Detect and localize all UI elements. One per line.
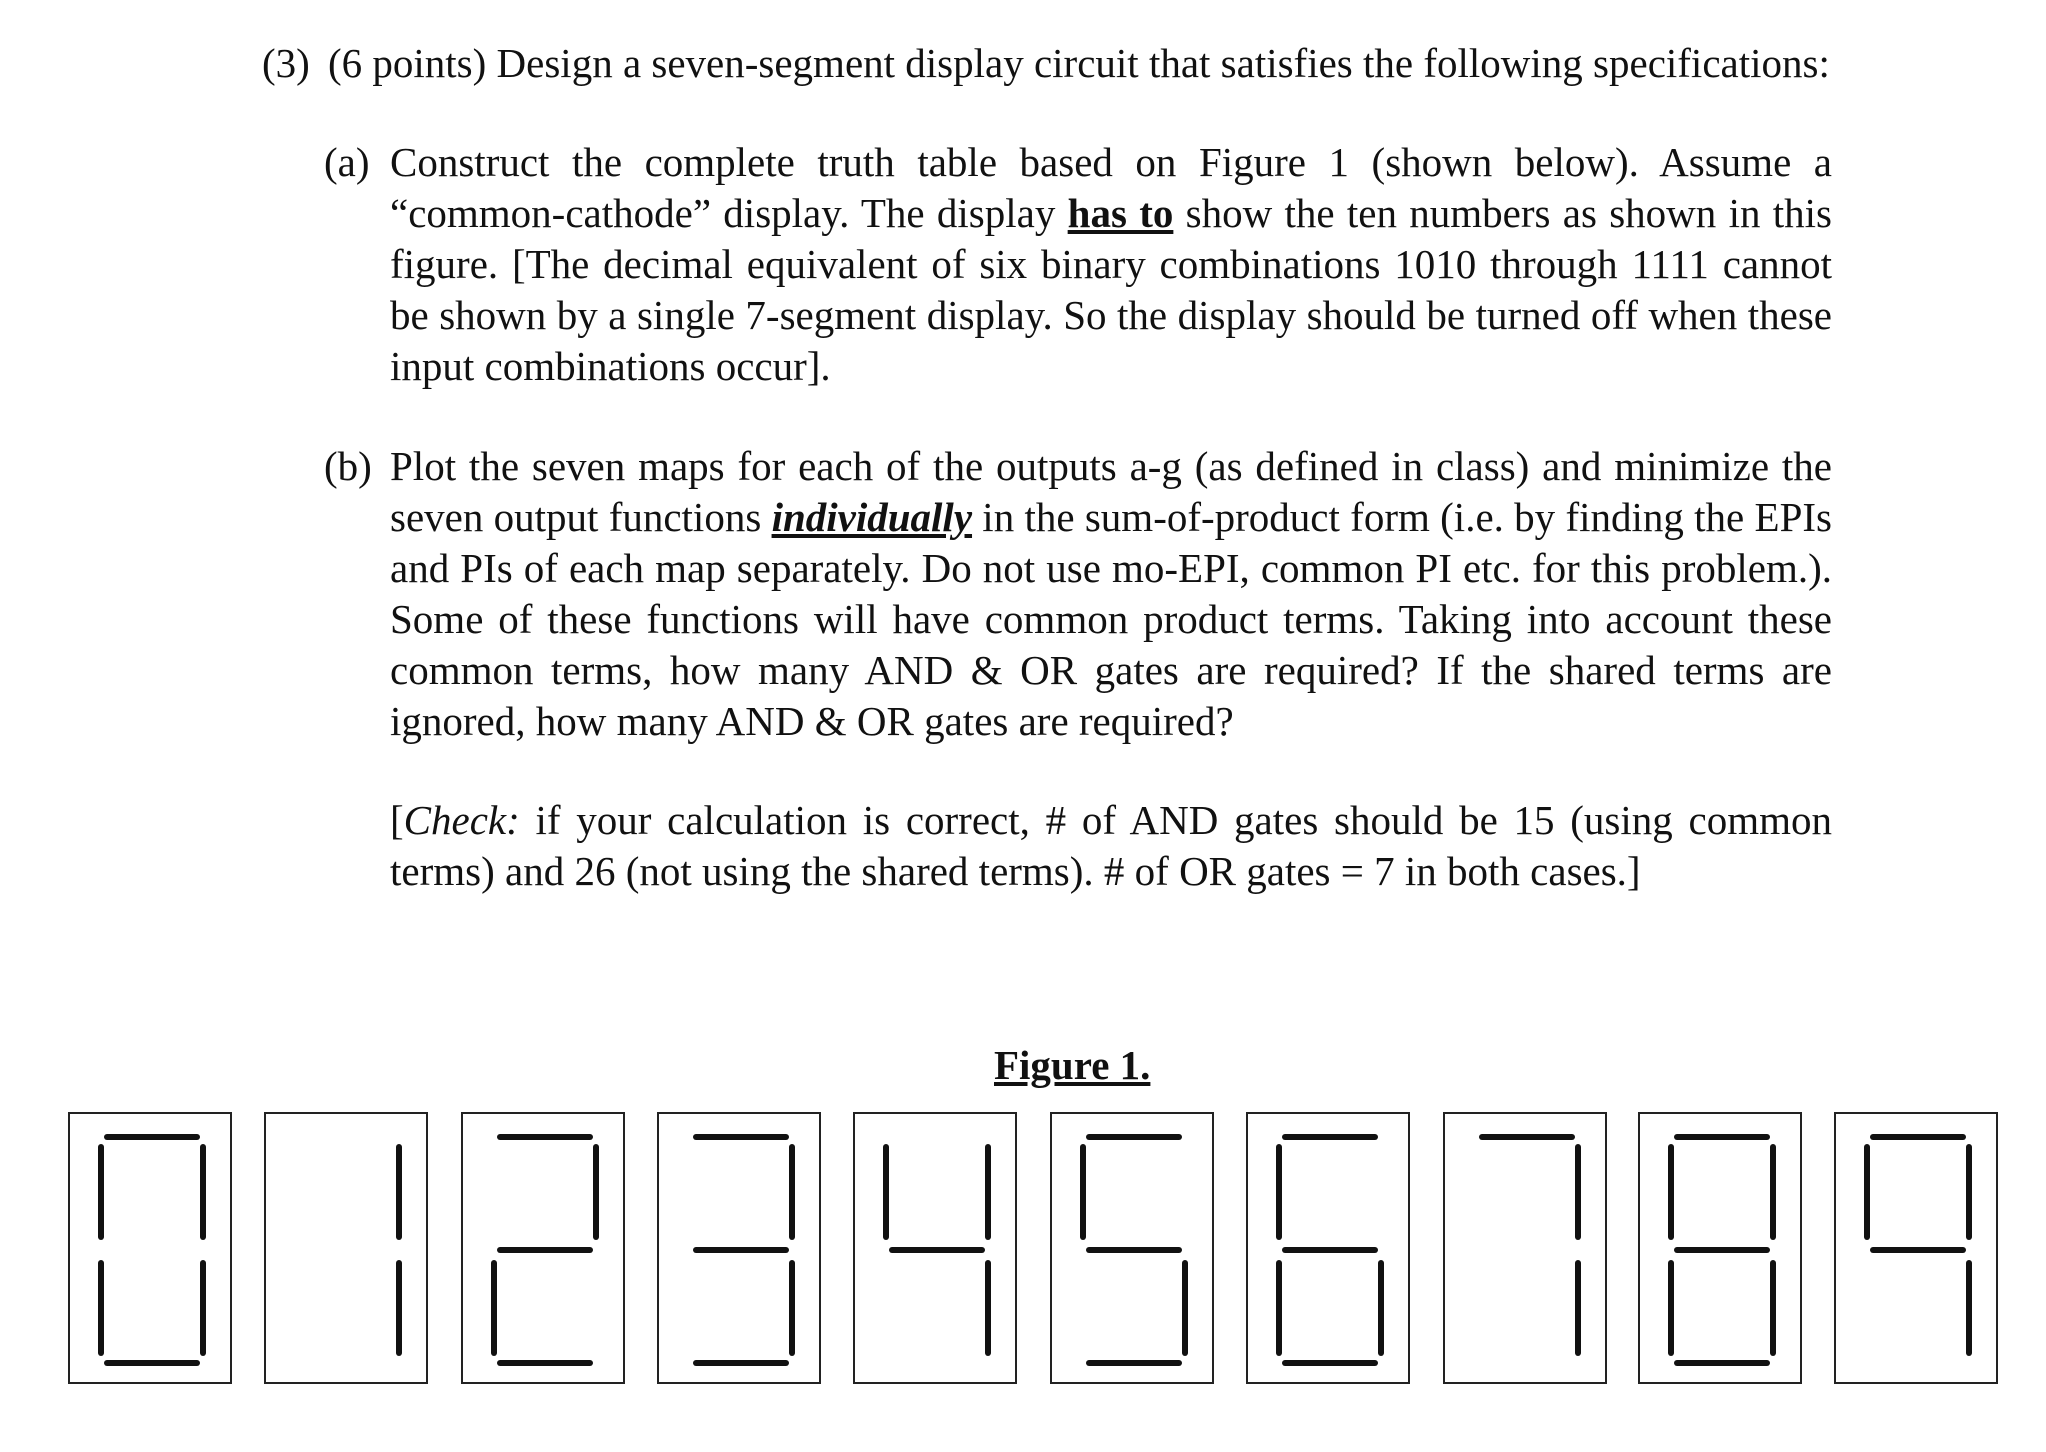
segment-c [789, 1260, 795, 1356]
segment-a [1086, 1134, 1182, 1140]
segment-f [883, 1144, 889, 1240]
part-a-label: (a) [324, 139, 370, 185]
segment-g [1674, 1247, 1770, 1253]
segment-g [889, 1247, 985, 1253]
segment-c [1378, 1260, 1384, 1356]
part-b-emphasis: individually [771, 494, 973, 540]
segment-b [396, 1144, 402, 1240]
segment-d [104, 1360, 200, 1366]
segment-c [1575, 1260, 1581, 1356]
part-b: (b) Plot the seven maps for each of the … [324, 441, 1832, 747]
part-b-text-1: Plot the seven maps for each of the outp… [390, 443, 1832, 540]
segment-d [1674, 1360, 1770, 1366]
digit-box-7 [1443, 1112, 1607, 1384]
segment-a [1479, 1134, 1575, 1140]
segment-c [1770, 1260, 1776, 1356]
segment-d [497, 1360, 593, 1366]
question-intro: (6 points) Design a seven-segment displa… [328, 40, 1830, 86]
part-a-text-1: Construct the complete truth table based… [390, 139, 1832, 236]
digit-box-5 [1050, 1112, 1214, 1384]
segment-f [1080, 1144, 1086, 1240]
part-a-body: Construct the complete truth table based… [390, 137, 1832, 392]
segment-d [693, 1360, 789, 1366]
segment-a [1674, 1134, 1770, 1140]
part-b-label: (b) [324, 443, 372, 489]
segment-f [1668, 1144, 1674, 1240]
segment-g [1282, 1247, 1378, 1253]
part-a-text-2: show the ten numbers as shown in this fi… [390, 190, 1832, 389]
segment-b [593, 1144, 599, 1240]
segment-a [693, 1134, 789, 1140]
segment-d [1282, 1360, 1378, 1366]
segment-d [1086, 1360, 1182, 1366]
part-a-emphasis: has to [1067, 190, 1174, 236]
segment-c [1182, 1260, 1188, 1356]
digit-box-6 [1246, 1112, 1410, 1384]
digit-box-1 [264, 1112, 428, 1384]
segment-e [1276, 1260, 1282, 1356]
segment-g [1086, 1247, 1182, 1253]
digit-box-0 [68, 1112, 232, 1384]
segment-a [1282, 1134, 1378, 1140]
segment-f [1864, 1144, 1870, 1240]
part-b-text-2: in the sum-of-product form (i.e. by find… [390, 494, 1832, 744]
check-text: if your calculation is correct, # of AND… [390, 797, 1832, 894]
segment-a [104, 1134, 200, 1140]
check-label: Check: [403, 797, 520, 843]
question-number: (3) [262, 40, 310, 86]
segment-f [1276, 1144, 1282, 1240]
segment-b [200, 1144, 206, 1240]
segment-b [1770, 1144, 1776, 1240]
segment-g [693, 1247, 789, 1253]
segment-c [200, 1260, 206, 1356]
segment-c [396, 1260, 402, 1356]
segment-b [985, 1144, 991, 1240]
digit-box-3 [657, 1112, 821, 1384]
check-note: [Check: if your calculation is correct, … [390, 795, 1832, 897]
question-3: (3) (6 points) Design a seven-segment di… [262, 38, 1832, 897]
segment-g [1870, 1247, 1966, 1253]
digit-box-8 [1638, 1112, 1802, 1384]
segment-c [985, 1260, 991, 1356]
segment-a [1870, 1134, 1966, 1140]
check-open-bracket: [ [390, 797, 404, 843]
segment-a [497, 1134, 593, 1140]
digit-box-2 [461, 1112, 625, 1384]
question-header: (3) (6 points) Design a seven-segment di… [262, 38, 1832, 89]
segment-e [1668, 1260, 1674, 1356]
segment-f [98, 1144, 104, 1240]
figure-caption: Figure 1. [994, 1042, 1151, 1088]
segment-b [1575, 1144, 1581, 1240]
segment-e [98, 1260, 104, 1356]
digit-box-9 [1834, 1112, 1998, 1384]
segment-c [1966, 1260, 1972, 1356]
digit-box-4 [853, 1112, 1017, 1384]
part-b-body: Plot the seven maps for each of the outp… [390, 441, 1832, 747]
segment-b [1966, 1144, 1972, 1240]
part-a: (a) Construct the complete truth table b… [324, 137, 1832, 392]
segment-e [491, 1260, 497, 1356]
segment-g [497, 1247, 593, 1253]
segment-b [789, 1144, 795, 1240]
